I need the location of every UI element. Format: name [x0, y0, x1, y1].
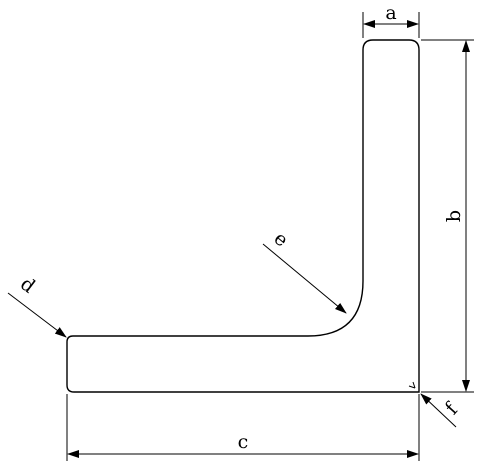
label-a: a	[385, 2, 396, 24]
leader-line-f	[420, 393, 457, 428]
l-profile-outline	[66, 39, 420, 393]
corner-tick-horizontal	[408, 385, 416, 389]
leader-line-e	[262, 243, 347, 314]
leader-line-d	[7, 292, 67, 338]
label-b: b	[443, 210, 465, 222]
label-d: d	[16, 273, 39, 298]
label-c: c	[238, 431, 249, 453]
label-e: e	[269, 227, 292, 251]
corner-tick-vertical	[412, 381, 416, 389]
